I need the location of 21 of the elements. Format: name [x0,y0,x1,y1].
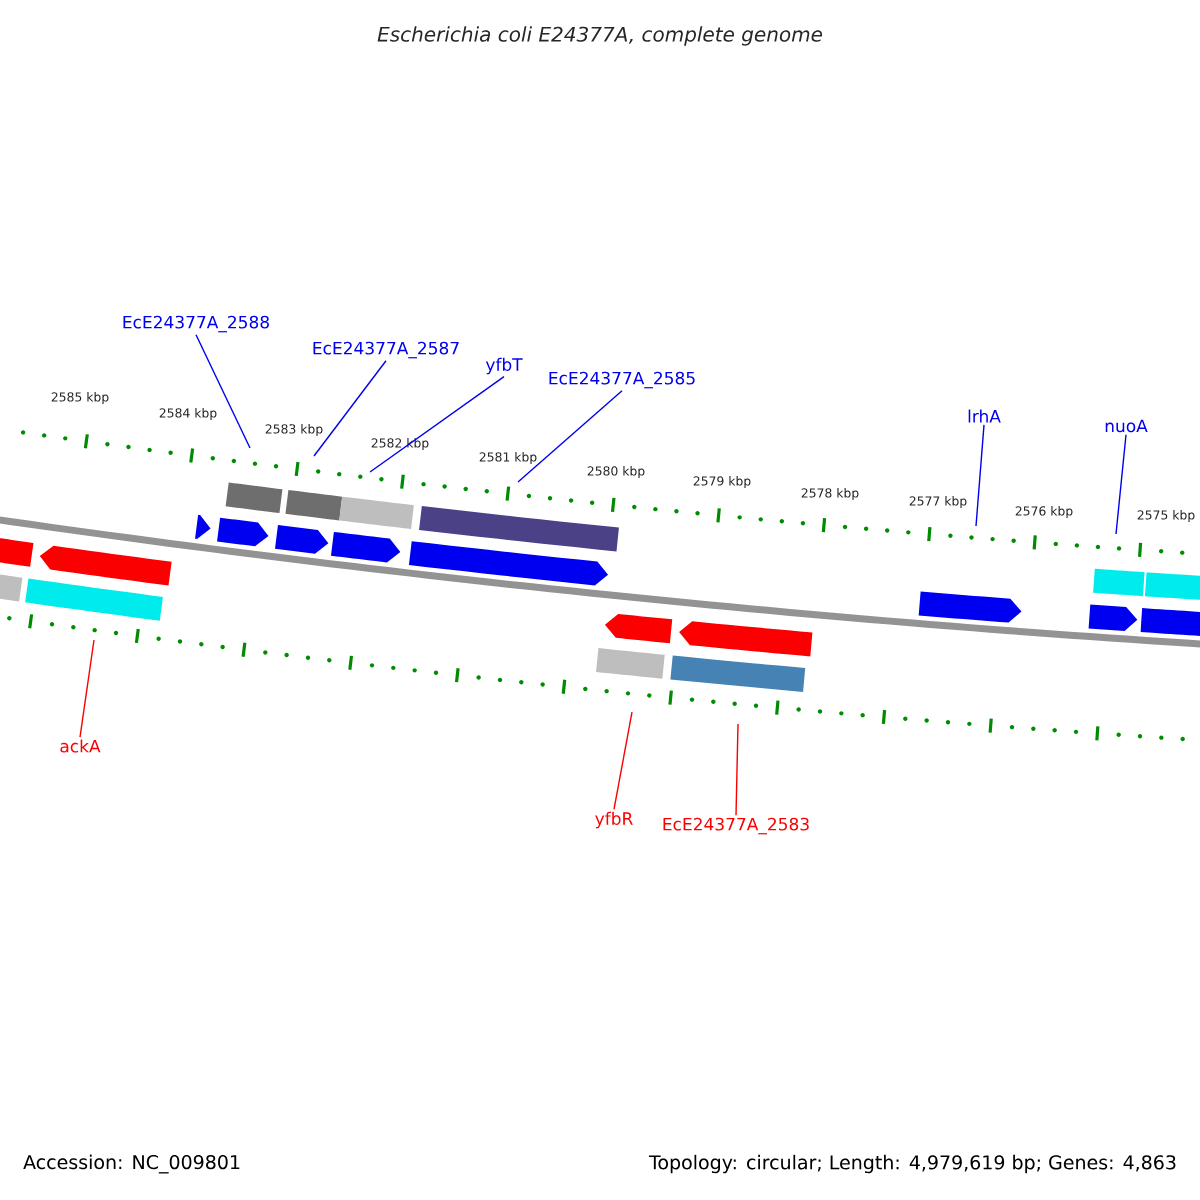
leader-line [735,723,739,816]
gene-label: nuoA [1105,419,1148,433]
leader-line [517,390,623,483]
leader-line [975,424,985,527]
leader-line [613,711,633,811]
leader-line [1115,434,1127,535]
gene-label: yfbR [595,811,633,829]
title: Escherichia coli E24377A, complete genome [377,26,823,46]
gene-label: EcE24377A_2583 [663,817,809,835]
leader-line [369,375,505,473]
accession-text: Accession: NC_009801 [23,1154,240,1174]
gene-label: ackA [60,739,101,753]
genome-info-text: Topology: circular; Length: 4,979,619 bp; Genes: 4,863 [648,1154,1176,1174]
gene-label: yfbT [485,357,523,375]
leader-line [313,360,387,457]
gene-label: EcE24377A_2588 [123,315,269,333]
gene-label: lrhA [968,409,1001,423]
gene-label: EcE24377A_2587 [313,341,459,359]
leader-line [195,334,251,449]
leader-line [79,639,95,738]
gene-label: EcE24377A_2585 [549,371,695,389]
